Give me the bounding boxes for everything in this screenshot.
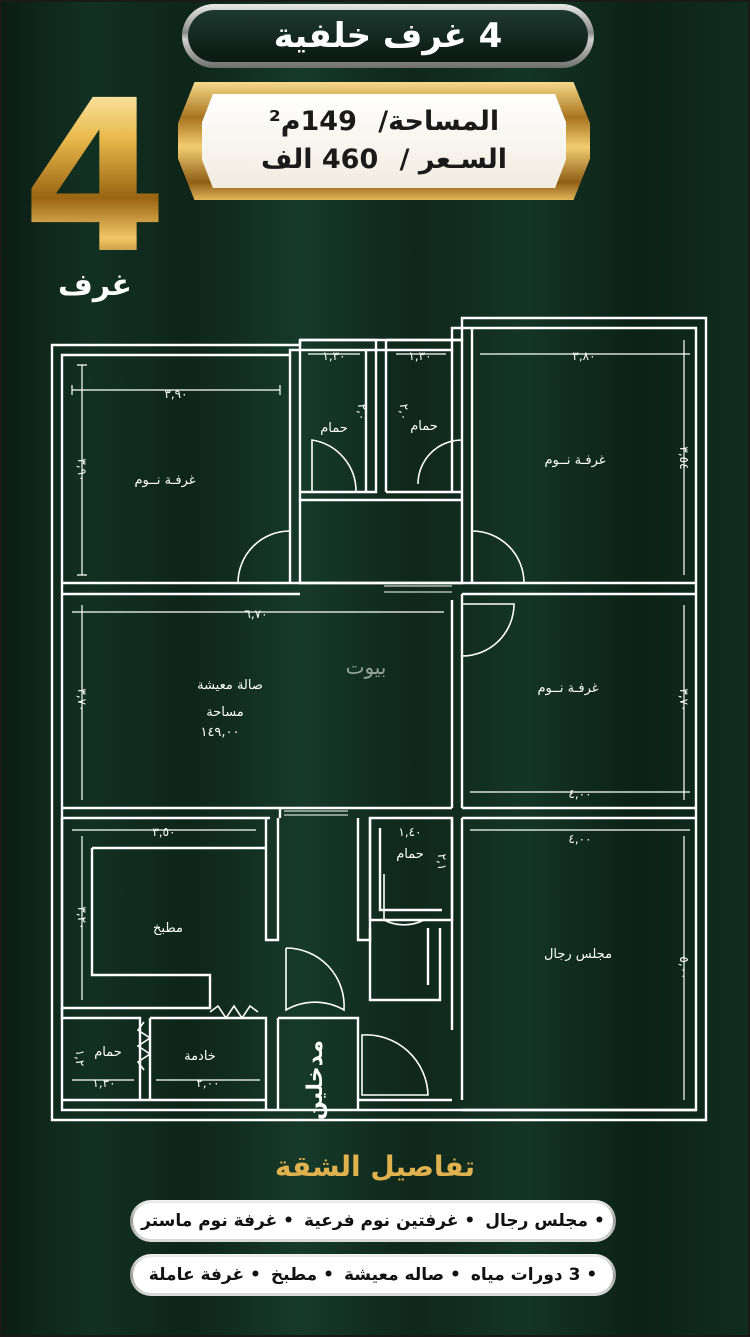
dimension-label: ٣,٩٠ <box>164 387 187 401</box>
room-label-bath-2: حمام <box>410 419 438 434</box>
window <box>384 585 452 593</box>
dimension-label: ١,٣٠ <box>408 349 431 363</box>
dimension-label: ٣,٥٤ <box>677 446 691 469</box>
wall <box>60 1008 268 1110</box>
details-title: تفاصيل الشقة <box>274 1150 476 1183</box>
dimension-label: ٣,٥٠ <box>152 825 175 839</box>
wall <box>60 818 280 1010</box>
dimension-label: ٣,٢٠ <box>75 906 89 929</box>
room-label-bath-maid: حمام <box>94 1045 122 1060</box>
room-label-majlis: مجلس رجال <box>544 947 612 962</box>
price-value: 460 الف <box>260 144 379 175</box>
area-label: المساحة/ <box>378 106 500 137</box>
room-label-living-area-value: ١٤٩,٠٠ <box>200 725 239 740</box>
door <box>383 874 425 926</box>
dimension-label: ٢,٠ <box>355 404 369 421</box>
room-label-bedroom-top-right: غرفـة نــوم <box>544 453 605 468</box>
page-title: 4 غرف خلفية <box>188 10 588 62</box>
dimension-line <box>77 364 87 576</box>
detail-item: • مطبخ <box>270 1265 334 1285</box>
outer-wall-inner <box>60 326 698 1112</box>
detail-item: • غرفتين نوم فرعية <box>304 1211 476 1231</box>
area-row: المساحة/ 149م² <box>263 103 505 141</box>
dimension-label: ٢,٠ <box>397 404 411 421</box>
dimension-label: ٣,٨٠ <box>572 349 595 363</box>
dimension-line <box>71 385 281 395</box>
door <box>461 603 515 657</box>
room-label-kitchen: مطبخ <box>153 921 183 936</box>
door <box>417 439 463 485</box>
dimension-label: ١,٣٠ <box>92 1076 115 1090</box>
wall <box>358 1098 696 1112</box>
dimension-label: ٣,٧٠ <box>75 688 89 711</box>
details-row-1-content: • مجلس رجال • غرفتين نوم فرعية • غرفة نو… <box>133 1203 613 1239</box>
dimension-line <box>470 829 690 1100</box>
dimension-label: ١,٣٠ <box>322 349 345 363</box>
door <box>361 1034 429 1096</box>
window <box>284 810 348 816</box>
dimension-label: ٥,٠٠ <box>677 956 691 979</box>
room-label-bath-3: حمام <box>396 847 424 862</box>
dimension-label: ٣,٧٠ <box>677 688 691 711</box>
detail-item: • صاله معيشة <box>343 1265 461 1285</box>
title-banner: 4 غرف خلفية <box>182 4 594 68</box>
door <box>285 947 345 1012</box>
dimension-label: ٢,١ <box>435 854 449 871</box>
details-row-2-content: • 3 دورات مياه • صاله معيشة • مطبخ • غرف… <box>133 1257 613 1293</box>
door <box>237 530 291 584</box>
door <box>471 530 525 584</box>
wall <box>368 818 464 1100</box>
dimension-label: ٤,٠٠ <box>568 832 591 846</box>
wall <box>298 498 464 585</box>
dimension-label: ١,٤٠ <box>398 825 421 839</box>
dimension-label: ٢,٠٠ <box>196 1076 219 1090</box>
info-plaque: المساحة/ 149م² السـعر / 460 الف <box>178 82 590 200</box>
wall <box>288 340 302 583</box>
vent <box>209 1004 259 1020</box>
dimension-label: ٤,٠٠ <box>568 787 591 801</box>
room-label-living-area: مساحة <box>206 705 244 720</box>
room-label-living: صالة معيشة <box>197 678 263 693</box>
watermark: بيوت <box>346 655 387 679</box>
wall <box>62 594 696 820</box>
dimension-label: ٣,٩٠ <box>75 458 89 481</box>
detail-item: • غرفة عاملة <box>148 1265 261 1285</box>
room-label-bedroom-top-left: غرفـة نــوم <box>134 473 195 488</box>
wall <box>62 581 696 596</box>
area-value: 149م² <box>268 106 357 137</box>
details-row-2: • 3 دورات مياه • صاله معيشة • مطبخ • غرف… <box>130 1254 616 1296</box>
detail-item: • 3 دورات مياه <box>470 1265 598 1285</box>
price-row: السـعر / 460 الف <box>255 141 513 179</box>
door <box>311 439 357 493</box>
dimension-label: ٦,٧٠ <box>244 607 267 621</box>
detail-item: • مجلس رجال <box>485 1211 605 1231</box>
wall <box>300 328 474 583</box>
details-row-1: • مجلس رجال • غرفتين نوم فرعية • غرفة نو… <box>130 1200 616 1242</box>
room-label-maid: خادمة <box>184 1049 216 1064</box>
price-label: السـعر / <box>399 144 508 175</box>
dimension-label: ١,٢ <box>73 1050 87 1067</box>
room-label-entrance: مدخلين <box>303 1040 328 1120</box>
info-plaque-content: المساحة/ 149م² السـعر / 460 الف <box>202 94 566 188</box>
rooms-count-number: 4 <box>22 55 169 300</box>
vent <box>136 1021 152 1071</box>
room-label-bedroom-mid-right: غرفـة نــوم <box>537 681 598 696</box>
detail-item: • غرفة نوم ماستر <box>141 1211 295 1231</box>
rooms-count-word: غرف <box>57 268 132 303</box>
room-label-bath-1: حمام <box>320 421 348 436</box>
